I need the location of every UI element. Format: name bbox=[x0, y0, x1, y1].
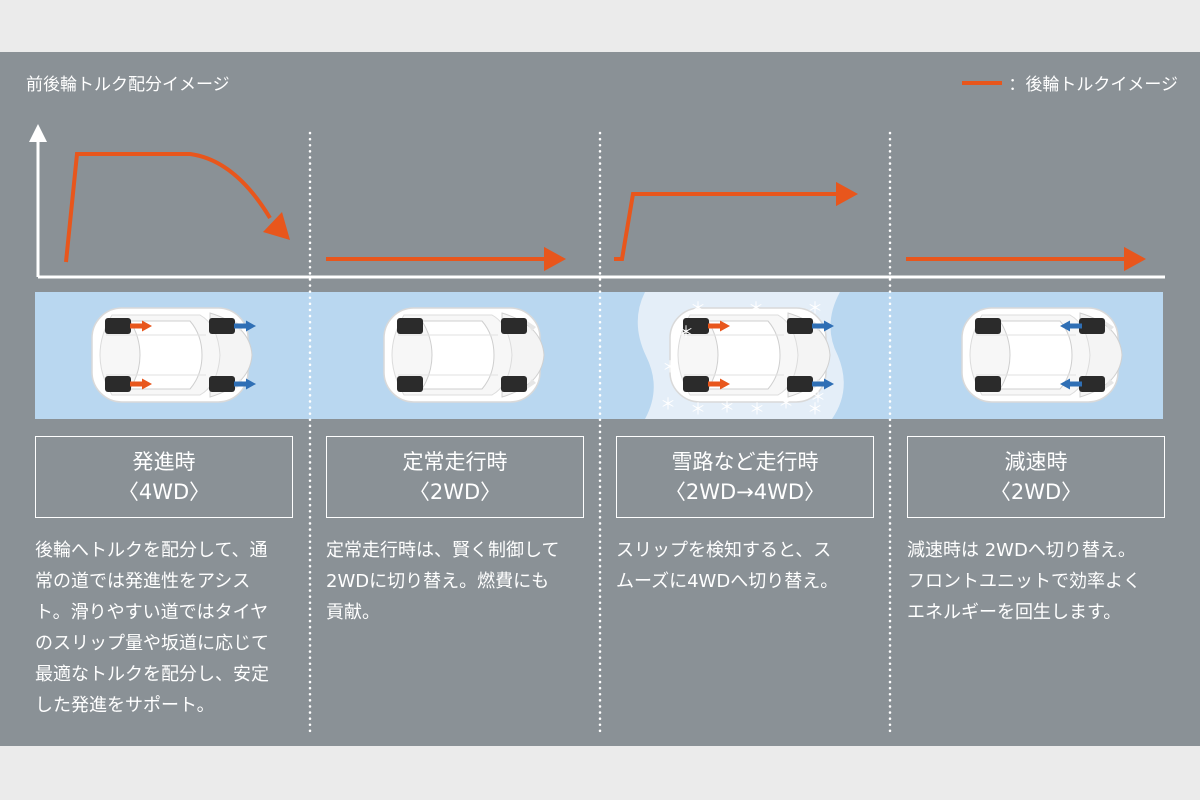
legend-label: ：後輪トルクイメージ bbox=[1008, 75, 1178, 95]
car-4 bbox=[961, 307, 1123, 403]
wheel bbox=[105, 376, 131, 392]
phase-drive-mode: 〈2WD〉 bbox=[408, 480, 502, 504]
snowflake-icon: ＊ bbox=[778, 394, 794, 413]
description-line: スリップを検知すると、ス bbox=[616, 540, 832, 561]
wheel bbox=[975, 376, 1001, 392]
regen-arrowhead bbox=[1060, 378, 1070, 390]
torque-arrow-start bbox=[263, 212, 290, 240]
phase-title: 減速時 bbox=[1004, 450, 1068, 474]
regen-arrowhead bbox=[1060, 320, 1070, 332]
front-torque-arrowhead bbox=[246, 320, 256, 332]
car-1 bbox=[91, 307, 256, 403]
snowflake-icon: ＊ bbox=[807, 400, 823, 419]
description-line: エネルギーを回生します。 bbox=[907, 602, 1122, 623]
description-line: 常の道では発進性をアシス bbox=[35, 571, 251, 592]
legend: ：後輪トルクイメージ bbox=[962, 70, 1178, 95]
snowflake-icon: ＊ bbox=[807, 299, 823, 318]
description-line: 定常走行時は、賢く制御して bbox=[326, 540, 560, 561]
car-3 bbox=[669, 307, 834, 403]
snowflake-icon: ＊ bbox=[678, 323, 694, 342]
rear-torque-arrowhead bbox=[142, 320, 152, 332]
wheel bbox=[209, 318, 235, 334]
description-line: 減速時は 2WDへ切り替え。 bbox=[907, 540, 1136, 561]
wheel bbox=[1079, 376, 1105, 392]
phase-box-4: 減速時〈2WD〉 bbox=[907, 436, 1165, 518]
description-line: 貢献。 bbox=[326, 602, 380, 623]
rear-torque-arrowhead bbox=[720, 320, 730, 332]
phase-title: 雪路など走行時 bbox=[671, 450, 819, 474]
description-line: した発進をサポート。 bbox=[35, 695, 215, 716]
phase-description-1: 後輪へトルクを配分して、通常の道では発進性をアシスト。滑りやすい道ではタイヤのス… bbox=[35, 535, 299, 721]
phase-description-2: 定常走行時は、賢く制御して 2WDに切り替え。燃費にも貢献。 bbox=[326, 535, 590, 628]
wheel bbox=[787, 318, 813, 334]
phase-title: 定常走行時 bbox=[402, 450, 508, 474]
front-torque-arrowhead bbox=[824, 378, 834, 390]
description-line: のスリップ量や坂道に応じて bbox=[35, 633, 269, 654]
description-line: ト。滑りやすい道ではタイヤ bbox=[35, 602, 269, 623]
snowflake-icon: ＊ bbox=[719, 398, 735, 417]
torque-arrow-cruise bbox=[544, 246, 566, 272]
snowflake-icon: ＊ bbox=[660, 395, 676, 414]
rear-torque-arrowhead bbox=[142, 378, 152, 390]
snowflake-icon: ＊ bbox=[662, 358, 678, 377]
wheel bbox=[1079, 318, 1105, 334]
car-2 bbox=[383, 307, 545, 403]
front-torque-arrowhead bbox=[824, 320, 834, 332]
phase-drive-mode: 〈4WD〉 bbox=[117, 480, 211, 504]
wheel bbox=[105, 318, 131, 334]
snowflake-icon: ＊ bbox=[690, 299, 706, 318]
phase-drive-mode: 〈2WD〉 bbox=[989, 480, 1083, 504]
phase-title: 発進時 bbox=[132, 450, 196, 474]
phase-box-3: 雪路など走行時〈2WD→4WD〉 bbox=[616, 436, 874, 518]
phase-box-2: 定常走行時〈2WD〉 bbox=[326, 436, 584, 518]
wheel bbox=[501, 318, 527, 334]
wheel bbox=[975, 318, 1001, 334]
snowflake-icon: ＊ bbox=[749, 400, 765, 419]
torque-line-snow bbox=[614, 192, 838, 261]
y-axis-arrowhead bbox=[29, 124, 47, 142]
wheel bbox=[397, 318, 423, 334]
phase-drive-mode: 〈2WD→4WD〉 bbox=[664, 480, 826, 504]
description-line: フロントユニットで効率よく bbox=[907, 571, 1141, 592]
phase-description-3: スリップを検知すると、スムーズに4WDへ切り替え。 bbox=[616, 535, 880, 597]
legend-line-swatch bbox=[962, 80, 1003, 85]
snowflake-icon: ＊ bbox=[690, 400, 706, 419]
front-torque-arrowhead bbox=[246, 378, 256, 390]
snowflake-icon: ＊ bbox=[748, 299, 764, 318]
torque-arrow-decel bbox=[1124, 246, 1146, 272]
phase-box-1: 発進時〈4WD〉 bbox=[35, 436, 293, 518]
description-line: 後輪へトルクを配分して、通 bbox=[35, 540, 268, 561]
description-line: 2WDに切り替え。燃費にも bbox=[326, 571, 550, 592]
wheel bbox=[209, 376, 235, 392]
rear-torque-arrowhead bbox=[720, 378, 730, 390]
torque-arrow-snow bbox=[836, 181, 858, 207]
phase-description-4: 減速時は 2WDへ切り替え。フロントユニットで効率よくエネルギーを回生します。 bbox=[907, 535, 1171, 628]
description-line: 最適なトルクを配分し、安定 bbox=[35, 664, 269, 685]
description-line: ムーズに4WDへ切り替え。 bbox=[616, 571, 839, 592]
wheel bbox=[501, 376, 527, 392]
torque-line-start bbox=[64, 152, 272, 263]
wheel bbox=[683, 376, 709, 392]
diagram-title: 前後輪トルク配分イメージ bbox=[26, 75, 230, 95]
wheel bbox=[397, 376, 423, 392]
snowflake-icon: ＊ bbox=[810, 388, 826, 407]
